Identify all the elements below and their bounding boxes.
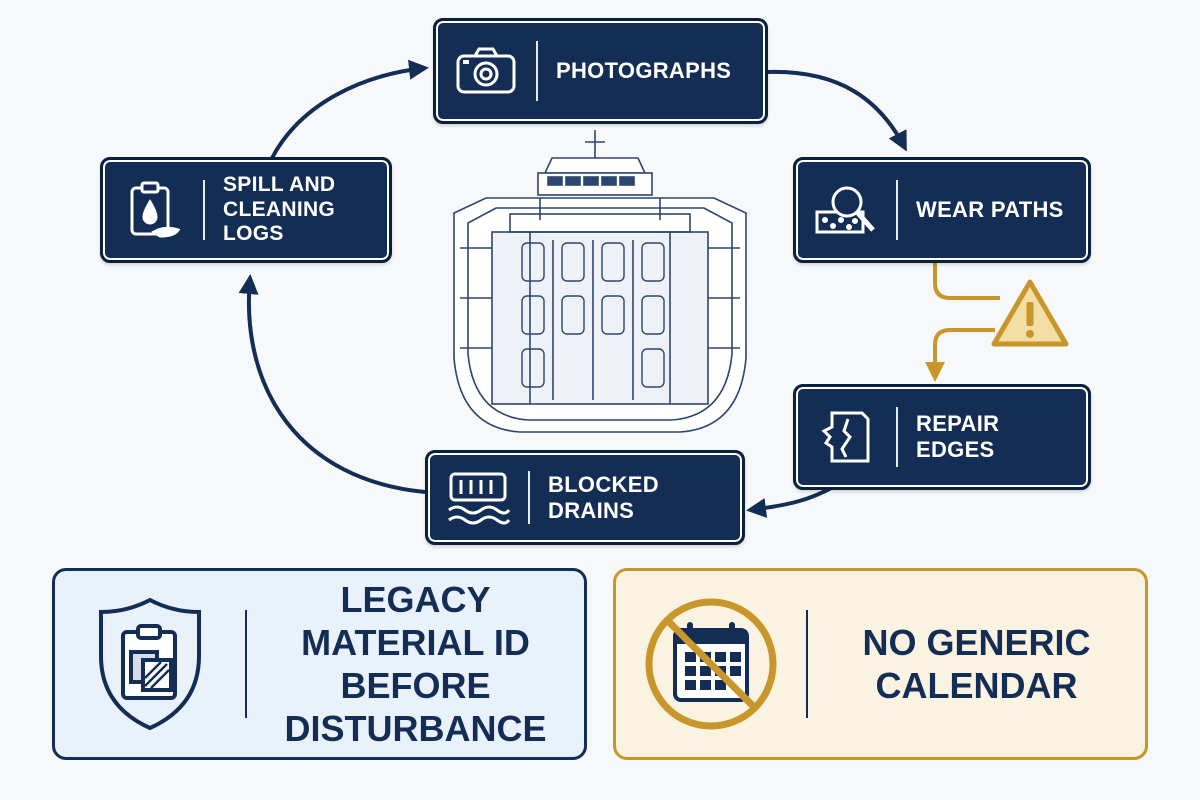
ferry-car-deck-icon (440, 128, 760, 440)
camera-icon (436, 21, 536, 121)
magnifier-surface-icon (796, 160, 896, 260)
node-blocked-drains[interactable]: BLOCKED DRAINS (425, 450, 745, 545)
gold-connector-warning-to-repair (925, 328, 995, 382)
node-divider (528, 470, 530, 525)
no-calendar-card: NO GENERIC CALENDAR (613, 568, 1148, 760)
arrow-photos-to-wear (767, 69, 907, 152)
node-divider (536, 41, 538, 101)
node-divider (896, 180, 898, 240)
node-spill-cleaning-logs[interactable]: SPILL AND CLEANING LOGS (100, 157, 392, 263)
node-label: BLOCKED DRAINS (548, 471, 659, 523)
node-label: SPILL AND CLEANING LOGS (223, 172, 336, 246)
legacy-material-card: LEGACY MATERIAL ID BEFORE DISTURBANCE (52, 568, 587, 760)
shield-clipboard-icon (55, 571, 245, 757)
arrow-drains-to-logs (238, 274, 426, 494)
arrow-logs-to-photos (270, 59, 429, 159)
card-label: NO GENERIC CALENDAR (862, 621, 1091, 706)
node-label: REPAIR EDGES (916, 411, 1000, 462)
card-divider (245, 610, 247, 718)
cracked-edge-icon (796, 387, 896, 487)
warning-triangle-icon (990, 278, 1070, 350)
no-calendar-icon (616, 571, 806, 757)
node-photographs[interactable]: PHOTOGRAPHS (433, 18, 768, 124)
node-repair-edges[interactable]: REPAIR EDGES (793, 384, 1091, 490)
node-label: WEAR PATHS (916, 197, 1064, 223)
clipboard-spill-icon (103, 160, 203, 260)
gold-connector-wear-to-repair (933, 262, 1000, 300)
drain-grate-icon (428, 453, 528, 542)
node-divider (896, 407, 898, 467)
node-divider (203, 180, 205, 240)
node-wear-paths[interactable]: WEAR PATHS (793, 157, 1091, 263)
card-label: LEGACY MATERIAL ID BEFORE DISTURBANCE (284, 578, 547, 750)
card-divider (806, 610, 808, 718)
node-label: PHOTOGRAPHS (556, 58, 732, 84)
